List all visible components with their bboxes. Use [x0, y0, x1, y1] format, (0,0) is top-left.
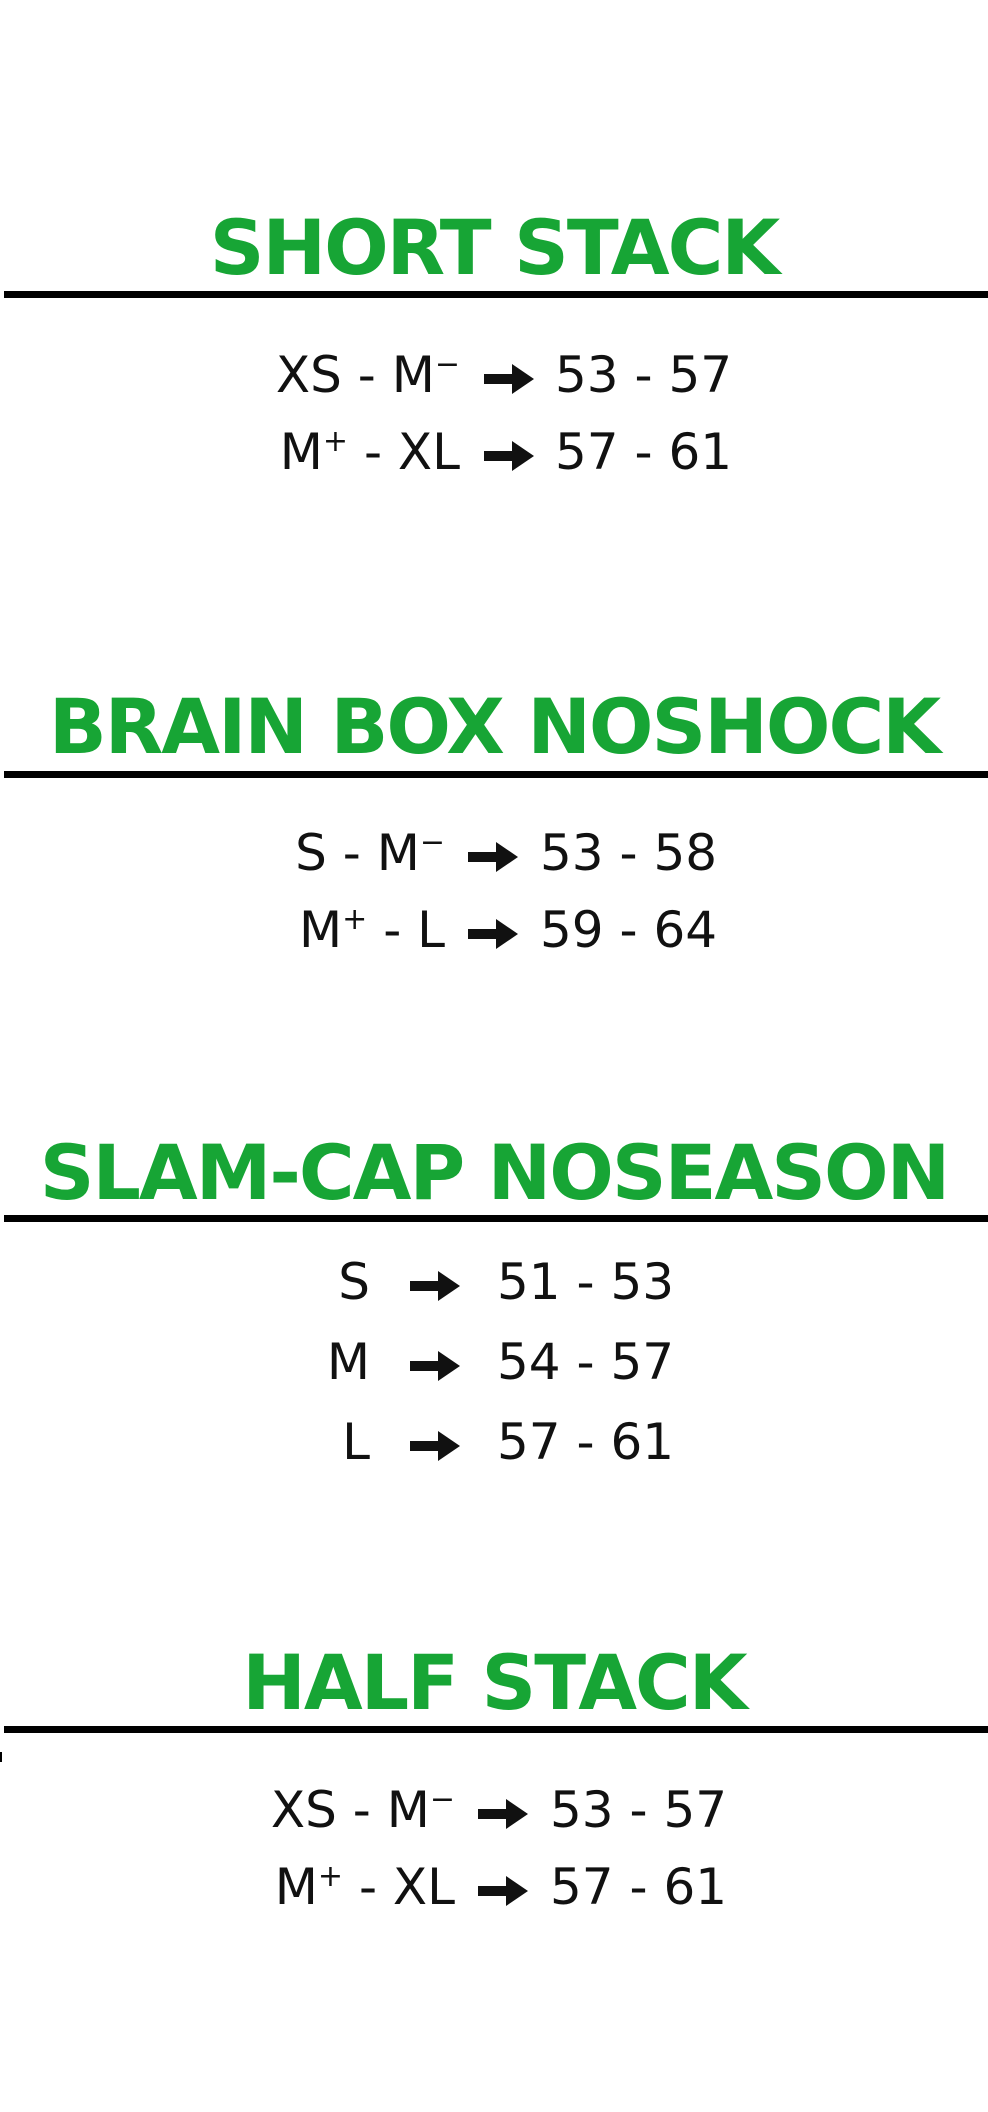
- size-label: XS - M−: [270, 1781, 455, 1839]
- size-row: S 51 - 53: [0, 1250, 988, 1314]
- size-row: M 54 - 57: [0, 1330, 988, 1394]
- arrow-right-icon: [476, 1855, 530, 1919]
- arrow-right-icon: [476, 1778, 530, 1842]
- head-circumference-range: 53 - 57: [550, 1781, 728, 1839]
- size-row: M+ - XL 57 - 61: [0, 1855, 988, 1919]
- head-circumference-range: 57 - 61: [497, 1413, 675, 1471]
- section-divider: [4, 1215, 988, 1222]
- section-divider: [4, 771, 988, 778]
- edge-mark: [0, 1752, 2, 1762]
- size-label: M: [326, 1333, 370, 1391]
- arrow-right-icon: [408, 1250, 462, 1314]
- head-circumference-range: 53 - 58: [540, 824, 718, 882]
- arrow-right-icon: [482, 420, 536, 484]
- section-title-slam-cap-noseason: SLAM-CAP NOSEASON: [39, 1128, 951, 1217]
- arrow-right-icon: [482, 343, 536, 407]
- section-title-short-stack: SHORT STACK: [209, 203, 781, 292]
- size-row: S - M− 53 - 58: [0, 821, 988, 885]
- arrow-right-icon: [408, 1330, 462, 1394]
- size-row: XS - M− 53 - 57: [0, 1778, 988, 1842]
- arrow-right-icon: [466, 898, 520, 962]
- section-divider: [4, 291, 988, 298]
- size-label: XS - M−: [275, 346, 460, 404]
- size-label: L: [342, 1413, 370, 1471]
- section-divider: [4, 1726, 988, 1733]
- head-circumference-range: 53 - 57: [555, 346, 733, 404]
- head-circumference-range: 59 - 64: [540, 901, 718, 959]
- arrow-right-icon: [408, 1410, 462, 1474]
- size-label: M+ - XL: [279, 423, 460, 481]
- section-title-half-stack: HALF STACK: [242, 1638, 747, 1727]
- size-label: S - M−: [295, 824, 445, 882]
- head-circumference-range: 51 - 53: [497, 1253, 675, 1311]
- size-label: M+ - L: [299, 901, 445, 959]
- size-label: S: [338, 1253, 370, 1311]
- section-title-brain-box-noshock: BRAIN BOX NOSHOCK: [48, 682, 941, 771]
- head-circumference-range: 57 - 61: [555, 423, 733, 481]
- size-row: XS - M− 53 - 57: [0, 343, 988, 407]
- arrow-right-icon: [466, 821, 520, 885]
- size-label: M+ - XL: [274, 1858, 455, 1916]
- head-circumference-range: 57 - 61: [550, 1858, 728, 1916]
- head-circumference-range: 54 - 57: [497, 1333, 675, 1391]
- size-row: M+ - L 59 - 64: [0, 898, 988, 962]
- size-row: M+ - XL 57 - 61: [0, 420, 988, 484]
- size-row: L 57 - 61: [0, 1410, 988, 1474]
